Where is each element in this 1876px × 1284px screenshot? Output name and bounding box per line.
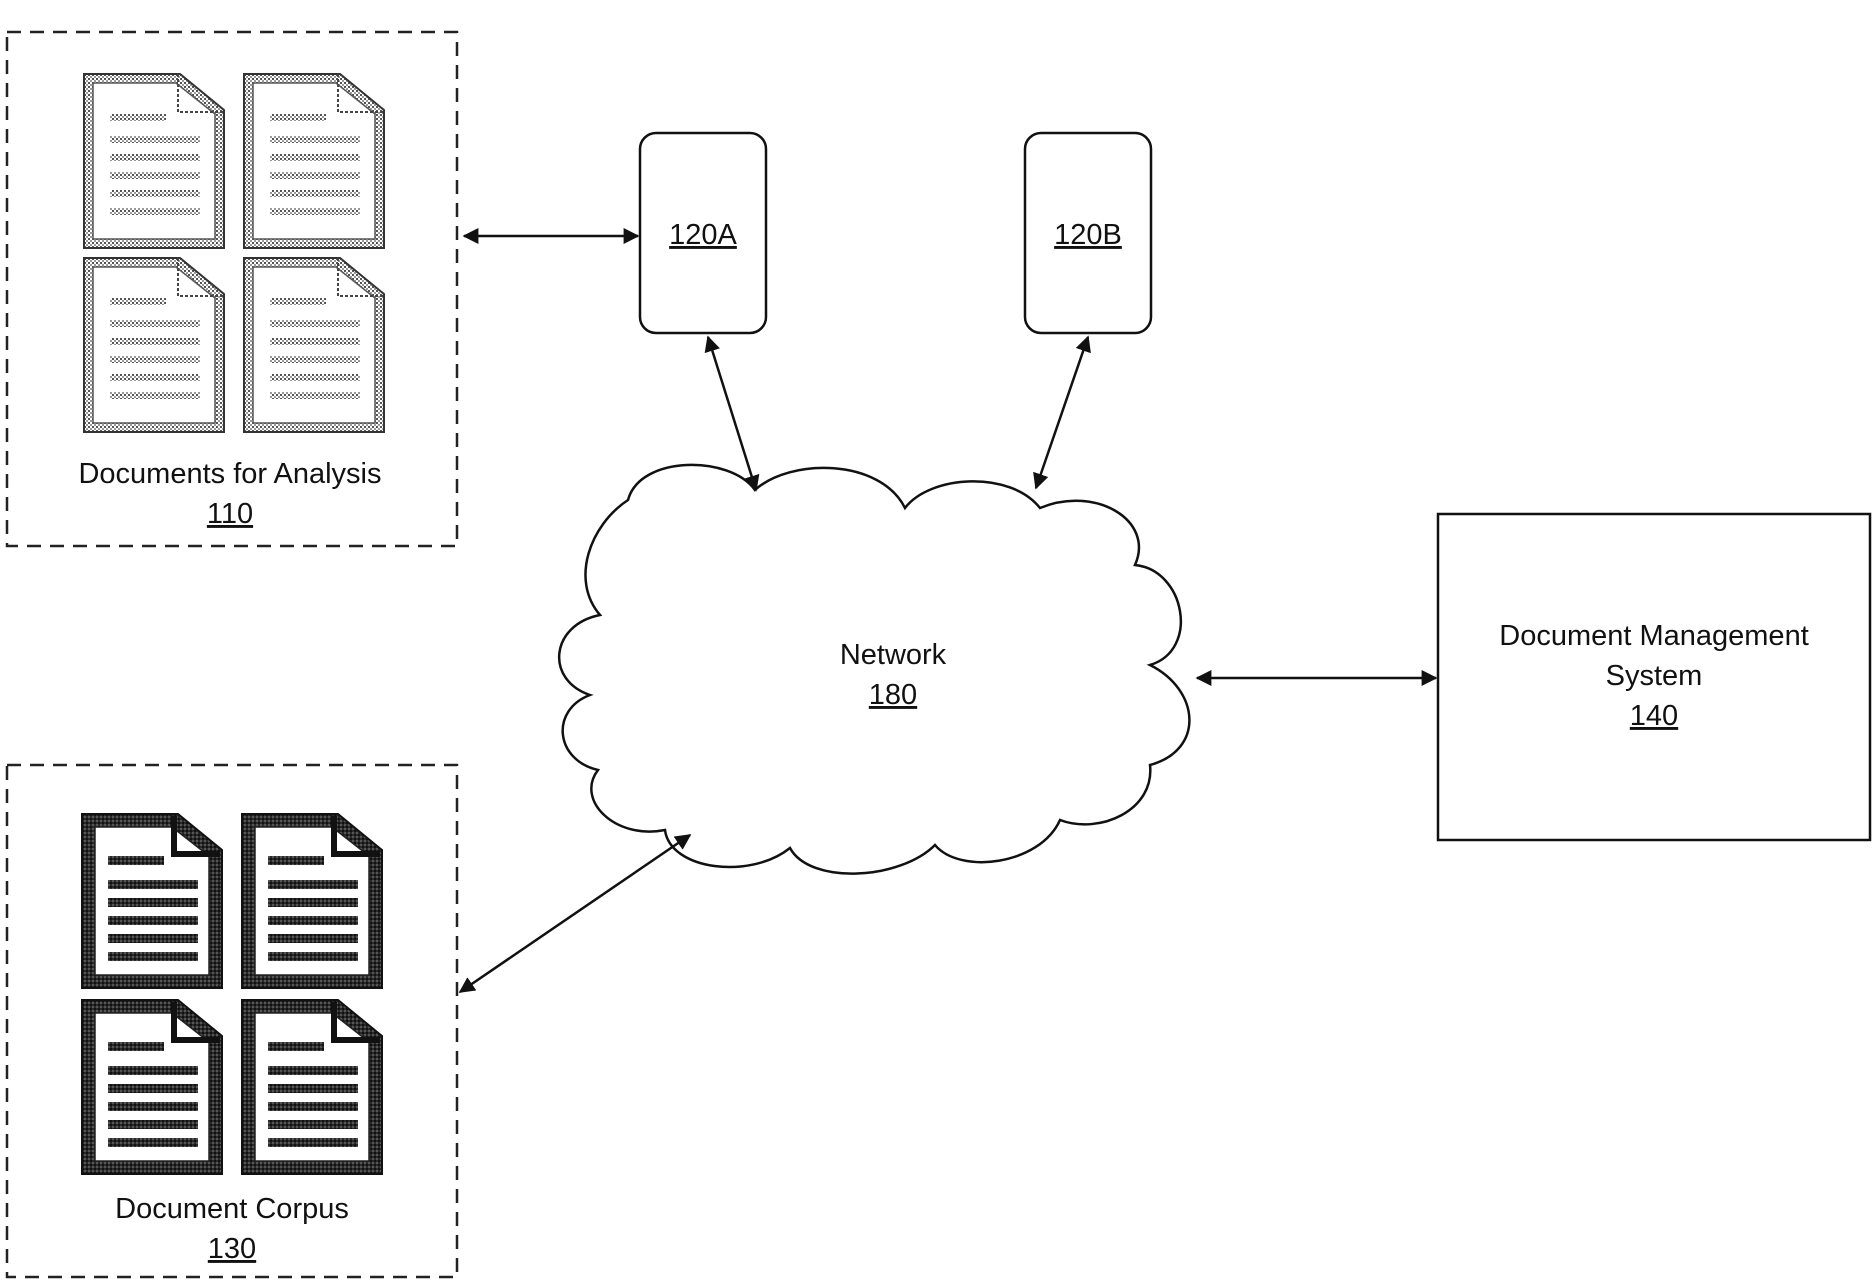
solid-document-icon	[242, 814, 382, 988]
solid-document-icon	[82, 814, 222, 988]
client-device-120a-ref: 120A	[669, 219, 737, 251]
connector-corpus-to-network	[460, 835, 690, 992]
document-corpus-group[interactable]: Document Corpus 130	[7, 765, 457, 1277]
document-management-system-label-line1: Document Management	[1499, 620, 1809, 652]
solid-document-icon	[82, 1000, 222, 1174]
network-cloud[interactable]: Network 180	[559, 465, 1189, 874]
client-device-120b[interactable]: 120B	[1025, 133, 1151, 333]
document-corpus-ref: 130	[208, 1233, 256, 1265]
dotted-document-icon	[84, 74, 224, 248]
client-device-120b-ref: 120B	[1054, 219, 1122, 251]
connector-120b-to-network	[1036, 337, 1088, 488]
dotted-document-icon	[244, 74, 384, 248]
network-label: Network	[840, 639, 947, 671]
client-device-120a[interactable]: 120A	[640, 133, 766, 333]
documents-for-analysis-ref: 110	[207, 498, 253, 530]
network-ref: 180	[869, 679, 917, 711]
documents-for-analysis-group[interactable]: Documents for Analysis 110	[7, 32, 457, 546]
document-management-system[interactable]: Document Management System 140	[1438, 514, 1870, 840]
dotted-document-icon	[84, 258, 224, 432]
document-management-system-label-line2: System	[1606, 660, 1703, 692]
documents-for-analysis-label: Documents for Analysis	[78, 458, 381, 490]
document-corpus-label: Document Corpus	[115, 1193, 349, 1225]
dotted-document-icon	[244, 258, 384, 432]
solid-document-icon	[242, 1000, 382, 1174]
document-management-system-ref: 140	[1630, 700, 1678, 732]
